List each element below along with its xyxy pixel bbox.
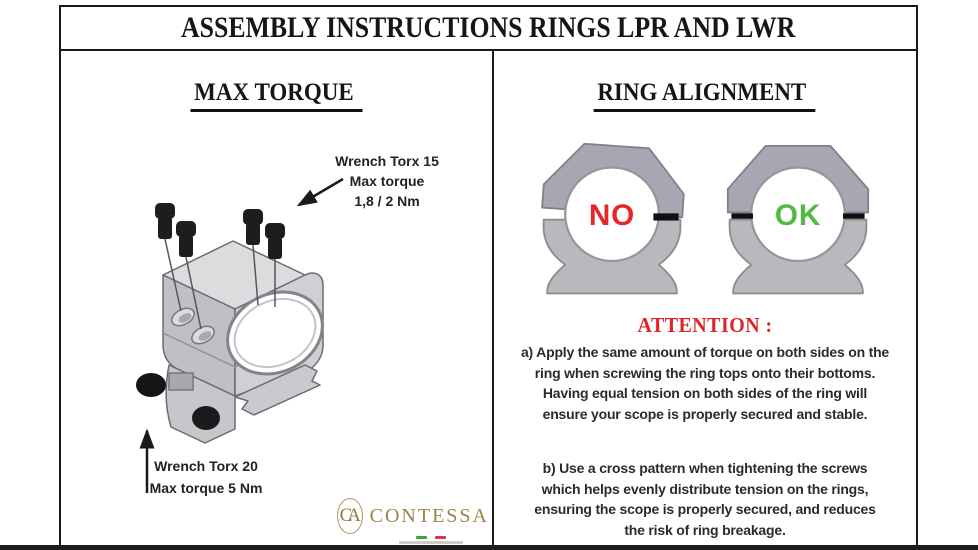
note-a: a) Apply the same amount of torque on bo…: [520, 344, 890, 422]
arrow-to-top-screws-icon: [296, 177, 344, 207]
rail-base: [234, 364, 321, 416]
page-title: ASSEMBLY INSTRUCTIONS RINGS LPR AND LWR: [181, 11, 796, 44]
gap-spacer-right: [653, 213, 679, 221]
clamp-nut: [192, 406, 220, 430]
ring-correct-alignment-illustration: OK: [726, 144, 870, 295]
photo-bottom-edge: [0, 545, 978, 550]
ring-alignment-panel: RING ALIGNMENT NO: [494, 51, 916, 545]
clamp-nut-block: [168, 372, 194, 391]
wrong-label: NO: [589, 199, 635, 232]
ring-screws: [155, 203, 285, 259]
ring-alignment-heading-wrap: RING ALIGNMENT: [494, 79, 916, 112]
max-torque-panel: MAX TORQUE: [61, 51, 494, 545]
arrow-to-clamp-screw-icon: [139, 428, 155, 493]
italian-flag-dashes-icon: [416, 536, 446, 539]
attention-heading: ATTENTION :: [637, 313, 773, 337]
ring-wrong-alignment-illustration: NO: [541, 142, 685, 295]
scope-bore-rim: [233, 297, 317, 369]
gap-spacer-right: [843, 213, 865, 219]
note-b: b) Use a cross pattern when tightening t…: [534, 460, 876, 538]
ring-alignment-figures: NO OK: [494, 133, 916, 300]
base-screw-note: Wrench Torx 20 Max torque 5 Nm: [149, 458, 263, 496]
top-screw-note: Wrench Torx 15 Max torque 1,8 / 2 Nm: [335, 153, 439, 209]
max-torque-heading: MAX TORQUE: [190, 79, 363, 112]
ring-alignment-heading: RING ALIGNMENT: [594, 79, 816, 112]
scope-ring-exploded-illustration: [136, 203, 324, 444]
logo-tagline: [395, 536, 467, 544]
correct-label: OK: [775, 199, 821, 232]
gap-spacer-left: [731, 213, 753, 219]
scope-bore-hole: [226, 290, 324, 376]
screw-holes: [171, 307, 215, 345]
logo-tagline-bar: [399, 541, 463, 544]
attention-heading-wrap: ATTENTION :: [494, 313, 916, 338]
clamp-knob: [136, 373, 166, 397]
logo-monogram-circle: CA: [337, 498, 363, 534]
logo-name: CONTESSA: [369, 504, 489, 527]
contessa-logo: CA CONTESSA: [337, 498, 489, 544]
max-torque-heading-wrap: MAX TORQUE: [61, 79, 492, 112]
screw-shafts: [164, 238, 276, 330]
logo-monogram: CA: [339, 505, 362, 526]
content-panels: MAX TORQUE: [59, 49, 918, 547]
header-box: ASSEMBLY INSTRUCTIONS RINGS LPR AND LWR: [59, 5, 918, 51]
